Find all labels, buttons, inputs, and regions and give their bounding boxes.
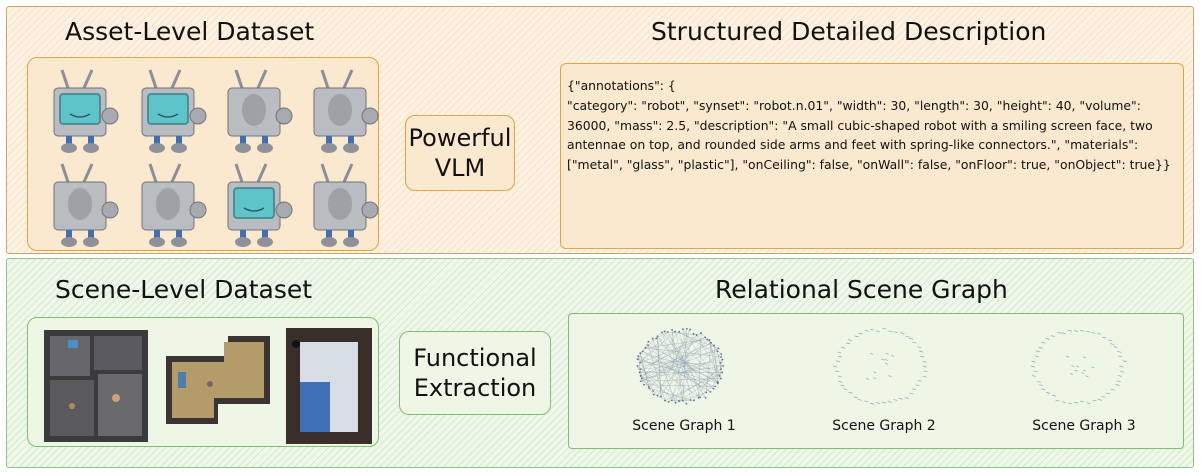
powerful-vlm-label: Powerful VLM [405, 115, 515, 191]
scene-images-box [27, 317, 379, 447]
robot-thumbnail [313, 163, 379, 247]
robot-thumbnail [227, 163, 293, 247]
scene-graph-caption: Scene Graph 1 [632, 418, 736, 434]
scene-graph-1 [636, 327, 725, 405]
asset-panel: Asset-Level Dataset Structured Detailed … [6, 6, 1194, 254]
annotation-json-text: {"annotations": { "category": "robot", "… [567, 78, 1171, 173]
scene-dataset-title: Scene-Level Dataset [55, 275, 313, 304]
robot-asset-grid [53, 69, 379, 247]
floorplan-2 [166, 336, 270, 424]
scene-graph-caption: Scene Graph 3 [1032, 418, 1136, 434]
scene-panel: Scene-Level Dataset Relational Scene Gra… [6, 258, 1194, 468]
floorplan-3 [286, 328, 372, 444]
robot-thumbnail [313, 69, 379, 153]
robot-thumbnail [141, 69, 207, 153]
asset-dataset-title: Asset-Level Dataset [65, 17, 315, 46]
scene-graph-3 [1030, 329, 1127, 405]
scene-graph-box: Scene Graph 1 Scene Graph 2 Scene Graph … [568, 313, 1184, 449]
scene-graph-caption: Scene Graph 2 [832, 418, 936, 434]
robot-thumbnail [141, 163, 207, 247]
annotation-box: {"annotations": { "category": "robot", "… [560, 63, 1184, 249]
robot-thumbnail [53, 163, 119, 247]
scene-graph-2 [833, 327, 928, 405]
scene-graph-title: Relational Scene Graph [715, 275, 1008, 304]
asset-images-box [27, 57, 379, 251]
scene-graph-drawings [636, 327, 1127, 405]
robot-thumbnail [53, 69, 119, 153]
floorplan-1 [44, 330, 148, 442]
functional-extraction-label: Functional Extraction [399, 331, 551, 415]
description-title: Structured Detailed Description [651, 17, 1047, 46]
robot-thumbnail [227, 69, 293, 153]
scene-floorplans [44, 328, 372, 444]
